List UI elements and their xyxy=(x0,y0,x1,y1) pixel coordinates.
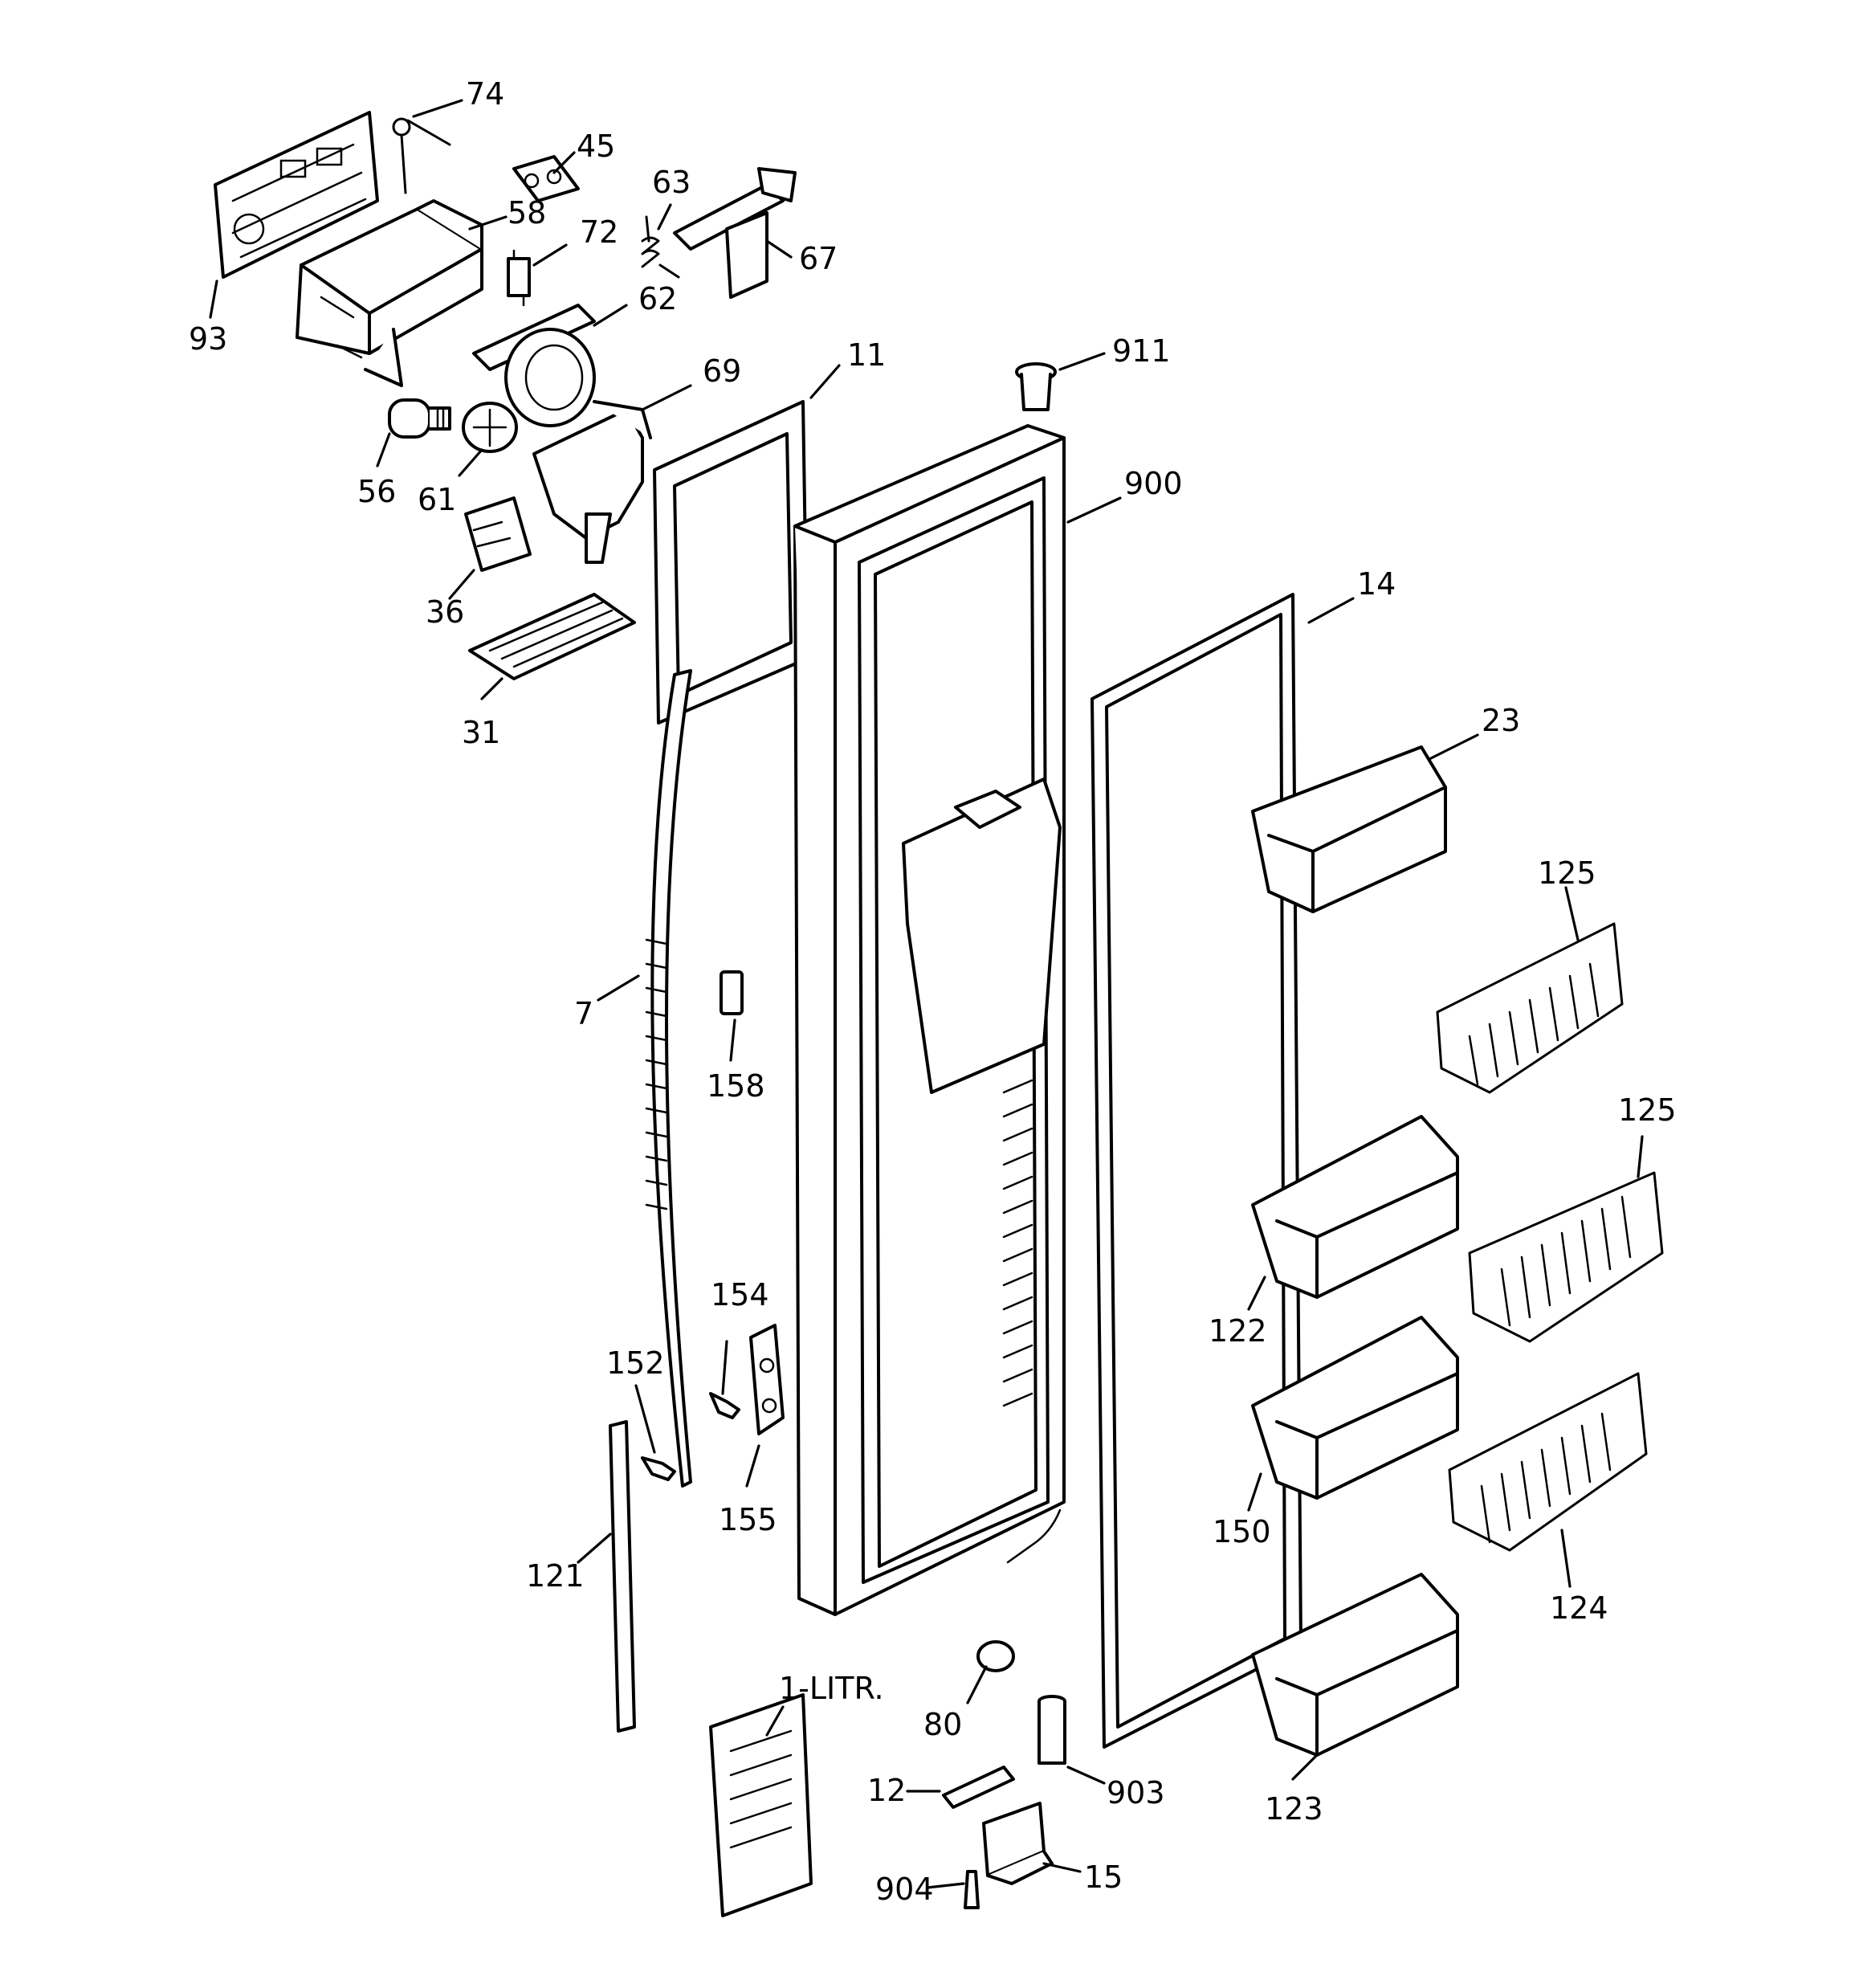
part-158-plug xyxy=(720,970,744,1015)
part-122-bin xyxy=(1251,1115,1459,1299)
callout-36: 36 xyxy=(426,594,464,630)
part-62-chute-ring xyxy=(472,304,596,427)
part-900-door xyxy=(793,424,1066,1616)
callout-72: 72 xyxy=(580,214,618,250)
callout-900: 900 xyxy=(1124,466,1183,501)
callout-123: 123 xyxy=(1265,1791,1323,1827)
callout-7: 7 xyxy=(574,996,593,1031)
part-93-control-board xyxy=(214,111,379,279)
callout-93: 93 xyxy=(189,321,227,357)
callout-911: 911 xyxy=(1112,333,1171,369)
part-80-plug xyxy=(976,1640,1015,1672)
literature-booklet xyxy=(709,1693,813,1917)
callout-31: 31 xyxy=(462,715,500,750)
callout-labels: 74 45 63 58 72 67 93 62 11 911 69 56 61 … xyxy=(189,76,1677,1907)
part-125-basket-upper xyxy=(1436,922,1624,1094)
callout-69: 69 xyxy=(703,353,741,389)
part-911-bushing xyxy=(1015,362,1057,411)
part-67-lever xyxy=(673,167,797,299)
callout-62: 62 xyxy=(638,281,677,316)
callout-67: 67 xyxy=(799,241,838,276)
callout-903: 903 xyxy=(1107,1775,1165,1810)
callout-74: 74 xyxy=(466,76,504,112)
callout-125-upper: 125 xyxy=(1538,855,1596,891)
callout-152: 152 xyxy=(606,1345,665,1381)
part-61-motor xyxy=(462,402,518,453)
part-36-bracket xyxy=(464,496,532,572)
part-74-spring xyxy=(392,117,451,194)
callout-154: 154 xyxy=(711,1277,769,1312)
callout-45: 45 xyxy=(577,129,615,164)
callout-12: 12 xyxy=(867,1773,906,1808)
callout-15: 15 xyxy=(1084,1859,1123,1895)
part-72-switch xyxy=(507,249,531,307)
part-154-screw xyxy=(709,1392,740,1419)
callout-11: 11 xyxy=(847,337,886,373)
callout-58: 58 xyxy=(508,195,546,231)
part-121-trim-strip xyxy=(609,1420,636,1733)
part-904-screw xyxy=(964,1870,980,1909)
part-125-basket-lower xyxy=(1468,1171,1664,1343)
part-58-housing xyxy=(296,199,483,387)
part-12-shim xyxy=(942,1766,1015,1809)
callout-124: 124 xyxy=(1550,1590,1608,1626)
callout-14: 14 xyxy=(1357,566,1396,602)
callout-121: 121 xyxy=(526,1558,585,1594)
part-15-hinge xyxy=(982,1802,1054,1885)
part-23-bin xyxy=(1251,745,1447,913)
callout-125-lower: 125 xyxy=(1618,1092,1677,1128)
part-123-bin xyxy=(1251,1573,1459,1757)
part-56-solenoid xyxy=(388,398,451,439)
part-903-hinge-pin xyxy=(1037,1695,1066,1765)
part-14-gasket xyxy=(1090,593,1302,1749)
callout-61: 61 xyxy=(418,482,456,517)
callout-158: 158 xyxy=(707,1068,765,1104)
part-124-basket xyxy=(1448,1372,1648,1552)
part-150-bin xyxy=(1251,1316,1459,1500)
callout-904: 904 xyxy=(875,1872,934,1907)
callout-63: 63 xyxy=(652,165,691,200)
part-7-handle xyxy=(645,669,692,1488)
callout-23: 23 xyxy=(1482,703,1520,738)
part-69-funnel xyxy=(532,400,652,564)
callout-56: 56 xyxy=(357,474,396,509)
callout-1-litr: 1-LITR. xyxy=(779,1671,884,1706)
callout-155: 155 xyxy=(719,1502,777,1537)
part-45-bracket xyxy=(512,155,580,202)
callout-122: 122 xyxy=(1209,1313,1267,1349)
callout-80: 80 xyxy=(923,1707,962,1742)
leader-lines xyxy=(209,99,1644,1889)
part-155-hinge-bracket xyxy=(749,1324,785,1435)
part-31-grille xyxy=(468,593,636,680)
part-152-screw xyxy=(641,1456,676,1481)
part-63-spring xyxy=(641,215,680,279)
callout-150: 150 xyxy=(1213,1514,1271,1549)
